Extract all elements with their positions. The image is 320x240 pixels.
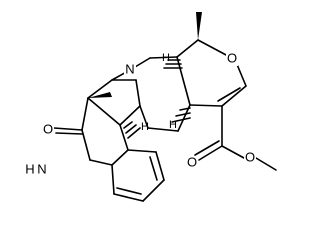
svg-text:O: O [43,121,53,136]
bond [119,124,129,151]
bond [189,104,223,107]
bond [87,97,121,126]
svg-text:H: H [25,161,34,176]
bond [81,129,91,161]
wedge-bond [88,92,112,98]
hashed-bond [171,107,191,123]
bond [155,151,165,181]
stereo-layer [88,12,202,139]
bond [147,127,179,132]
bond [149,156,158,181]
bond [221,145,245,159]
bond [255,157,277,171]
bond-layer [53,39,277,202]
stereo-H-label: H [169,119,177,131]
bond [217,87,241,102]
bond [176,39,199,58]
svg-text:N: N [125,61,134,76]
bond [176,56,191,106]
svg-text:N: N [37,161,46,176]
svg-text:O: O [227,50,237,65]
atom-NH: H N [24,161,50,176]
wedge-bond [196,12,202,40]
bond [81,97,89,131]
stereo-H-label: H [141,121,149,133]
svg-text:O: O [187,154,197,169]
bond [111,149,129,166]
atom-O-ester-carbonyl: O [186,154,198,170]
bond [116,187,142,195]
bond [142,179,165,202]
bond [139,105,149,129]
svg-text:O: O [245,149,255,164]
atom-labels: N O O H N O O H H H [24,50,256,176]
bond [89,159,113,166]
stereo-H-label: H [162,52,170,64]
bond [55,132,83,135]
chemical-structure: N O O H N O O H H H [24,12,277,202]
bond [177,104,191,132]
hashed-bond [123,121,141,139]
bond [113,193,144,202]
bond [198,145,223,161]
bond [149,56,178,59]
bond [194,140,220,156]
bond [197,39,229,57]
hashed-bond [163,59,183,69]
atom-O-lactam: O [42,121,54,136]
bond [111,164,115,195]
bond [221,85,247,107]
bond [87,79,113,99]
bond [53,127,83,131]
bond [135,79,141,107]
bond [119,105,141,126]
atom-N-ring: N [124,61,136,76]
bond [127,149,157,153]
atom-O-ester-ether: O [244,149,256,164]
atom-O-ring: O [226,50,238,66]
